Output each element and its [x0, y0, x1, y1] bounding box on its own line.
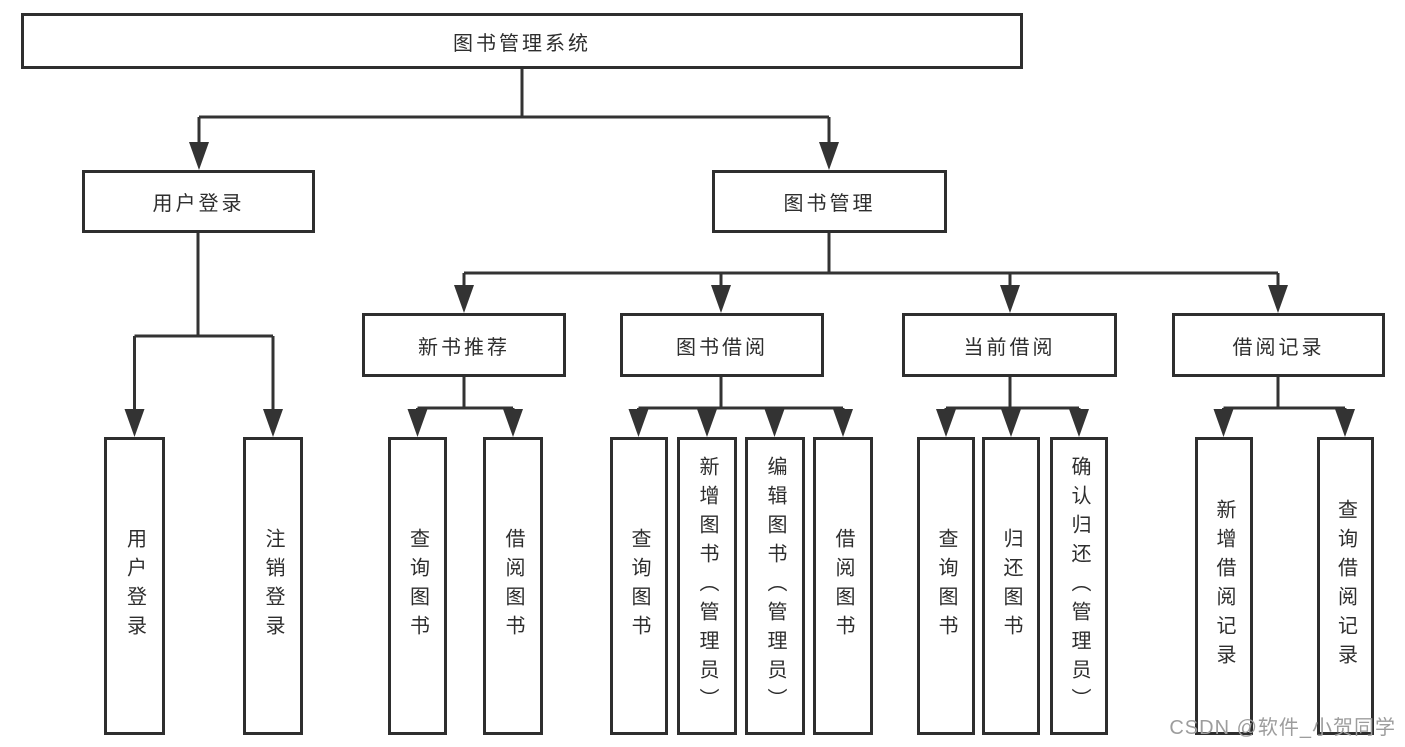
leaf-confirm-return-admin-label: 确认归还（管理员） — [1068, 455, 1090, 717]
leaf-user-login-label: 用户登录 — [123, 528, 146, 644]
node-book-borrow-label: 图书借阅 — [676, 336, 768, 359]
leaf-user-login: 用户登录 — [104, 437, 165, 735]
arrowheads-book-management-branch — [454, 285, 1288, 313]
arrowheads-new-book-recommend-branch — [407, 409, 523, 437]
leaf-borrow-books-recommend-label: 借阅图书 — [502, 528, 524, 644]
leaf-query-borrow-record-label: 查询借阅记录 — [1334, 499, 1357, 673]
leaf-logout-label: 注销登录 — [262, 528, 284, 644]
node-user-login-label: 用户登录 — [152, 193, 245, 215]
arrowheads-borrow-records-branch — [1213, 409, 1355, 437]
leaf-query-books-recommend-label: 查询图书 — [406, 528, 429, 644]
arrowheads-book-borrow-branch — [628, 409, 853, 437]
arrowheads-user-login-branch — [124, 409, 283, 437]
node-borrow-records-label: 借阅记录 — [1232, 336, 1325, 359]
leaf-borrow-books-recommend: 借阅图书 — [483, 437, 543, 735]
leaf-confirm-return-admin: 确认归还（管理员） — [1050, 437, 1108, 735]
node-current-borrow: 当前借阅 — [902, 313, 1117, 377]
csdn-watermark: CSDN @软件_小贺同学 — [1169, 717, 1396, 739]
leaf-add-book-admin: 新增图书（管理员） — [677, 437, 737, 735]
leaf-return-book: 归还图书 — [982, 437, 1040, 735]
node-root-label: 图书管理系统 — [453, 32, 591, 55]
connector-borrow-records-branch — [1222, 377, 1347, 418]
leaf-borrow-books: 借阅图书 — [813, 437, 873, 735]
leaf-add-borrow-record: 新增借阅记录 — [1195, 437, 1253, 735]
leaf-edit-book-admin-label: 编辑图书（管理员） — [764, 455, 786, 717]
leaf-add-borrow-record-label: 新增借阅记录 — [1213, 499, 1235, 673]
leaf-query-books-borrow: 查询图书 — [610, 437, 668, 735]
leaf-query-borrow-record: 查询借阅记录 — [1317, 437, 1374, 735]
connector-new-book-recommend-branch — [416, 377, 515, 418]
arrowheads-current-borrow-branch — [936, 409, 1089, 437]
leaf-query-books-recommend: 查询图书 — [388, 437, 447, 735]
leaf-borrow-books-label: 借阅图书 — [832, 528, 854, 644]
node-current-borrow-label: 当前借阅 — [963, 336, 1056, 359]
node-borrow-records: 借阅记录 — [1172, 313, 1385, 377]
leaf-query-books-borrow-label: 查询图书 — [628, 528, 650, 644]
node-book-management-label: 图书管理 — [783, 193, 876, 215]
leaf-query-books-current-label: 查询图书 — [935, 528, 957, 644]
leaf-query-books-current: 查询图书 — [917, 437, 975, 735]
node-new-book-recommend: 新书推荐 — [362, 313, 566, 377]
connector-root-to-level2 — [197, 69, 831, 150]
connector-book-borrow-branch — [637, 377, 845, 418]
node-root: 图书管理系统 — [21, 13, 1023, 69]
node-book-borrow: 图书借阅 — [620, 313, 824, 377]
connector-book-management-branch — [462, 233, 1280, 295]
connector-user-login-branch — [133, 233, 275, 418]
node-new-book-recommend-label: 新书推荐 — [418, 336, 510, 359]
node-user-login: 用户登录 — [82, 170, 315, 233]
node-book-management: 图书管理 — [712, 170, 947, 233]
leaf-add-book-admin-label: 新增图书（管理员） — [696, 455, 718, 717]
leaf-edit-book-admin: 编辑图书（管理员） — [745, 437, 805, 735]
leaf-return-book-label: 归还图书 — [1000, 528, 1022, 644]
leaf-logout: 注销登录 — [243, 437, 303, 735]
arrowheads-root-to-level2 — [189, 142, 839, 170]
